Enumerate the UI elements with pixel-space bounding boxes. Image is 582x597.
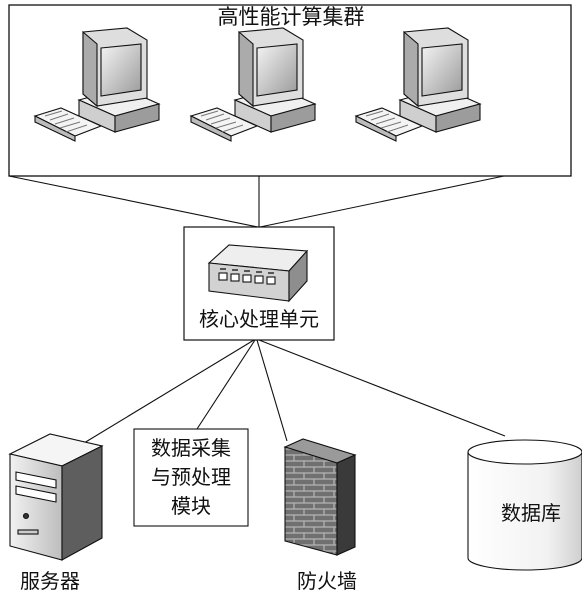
module-label-line: 数据采集: [151, 436, 231, 460]
connection-lines: [8, 175, 506, 444]
link-cluster-right: [259, 175, 505, 228]
link-module: [196, 339, 256, 430]
server-tower-icon: [8, 433, 104, 561]
brick-firewall-icon: [283, 438, 357, 556]
link-database: [258, 339, 506, 437]
desktop-computer-icon: [33, 27, 161, 142]
link-cluster-left: [8, 175, 259, 228]
module-label-line: 与预处理: [151, 465, 231, 489]
database-cylinder-icon: [467, 439, 582, 571]
core-unit-label: 核心处理单元: [199, 307, 319, 331]
link-server: [83, 339, 255, 444]
module-box: [133, 428, 249, 527]
desktop-computer-icon: [189, 27, 317, 142]
firewall-label: 防火墙: [297, 569, 357, 593]
module-label-line: 模块: [171, 494, 211, 518]
desktop-computer-icon: [354, 27, 482, 142]
database-label: 数据库: [501, 501, 561, 525]
link-firewall: [256, 339, 288, 442]
server-label: 服务器: [20, 569, 80, 593]
core-unit-box: [183, 226, 335, 341]
cluster-box: [8, 4, 572, 177]
cluster-title: 高性能计算集群: [217, 5, 365, 29]
module-label: 数据采集 与预处理 模块: [134, 429, 248, 526]
network-switch-icon: [207, 244, 309, 303]
